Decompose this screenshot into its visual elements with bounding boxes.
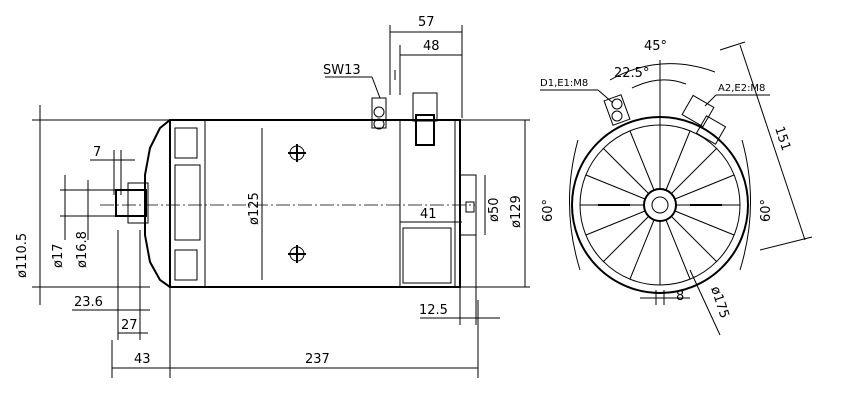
arc-22-5 <box>631 79 687 89</box>
dim-237: 237 <box>305 352 330 367</box>
dim-41: 41 <box>420 207 437 222</box>
arc-45 <box>609 63 716 81</box>
dim-110-5: ø110.5 <box>15 233 30 278</box>
flange <box>144 119 171 288</box>
angle-45: 45° <box>644 39 667 54</box>
dim-129: ø129 <box>509 195 524 228</box>
dim-43: 43 <box>134 352 151 367</box>
dim-151-line <box>739 44 806 241</box>
dim-48: 48 <box>423 39 440 54</box>
dim-8: 8 <box>676 289 684 304</box>
dim-151: 151 <box>771 125 793 153</box>
angle-60-left: 60° <box>541 199 556 222</box>
terminal-left-label: D1,E1:M8 <box>540 78 588 89</box>
dim-16-8: ø16.8 <box>75 231 90 268</box>
terminal-left <box>603 94 631 126</box>
side-view: 57 48 SW13 7 ø110.5 ø17 ø16.8 ø125 41 ø5… <box>15 15 530 378</box>
dim-12-5: 12.5 <box>419 303 448 318</box>
arc-60-right <box>739 139 751 271</box>
dim-125: ø125 <box>247 192 262 225</box>
dim-sw13: SW13 <box>323 63 361 78</box>
terminal-box <box>402 227 452 284</box>
dim-50: ø50 <box>487 198 502 223</box>
terminal-right-label: A2,E2:M8 <box>718 83 765 94</box>
arc-60-left <box>569 139 581 271</box>
dim-17: ø17 <box>51 244 66 269</box>
end-view: 45° 22.5° D1,E1:M8 A2,E2:M8 151 60° 60° … <box>540 39 813 336</box>
terminal-stud <box>415 114 435 146</box>
end-view-spokes <box>580 125 740 285</box>
angle-60-right: 60° <box>759 199 774 222</box>
dim-23-6: 23.6 <box>74 295 103 310</box>
mount-bolt-bottom <box>288 245 306 263</box>
mount-bolt-top <box>288 144 306 162</box>
dim-7: 7 <box>93 145 101 160</box>
dim-57: 57 <box>418 15 435 30</box>
dim-27: 27 <box>121 318 138 333</box>
terminal-right <box>681 94 727 145</box>
angle-22-5: 22.5° <box>614 66 649 81</box>
shaft <box>115 189 147 217</box>
hex-nut <box>371 97 387 129</box>
